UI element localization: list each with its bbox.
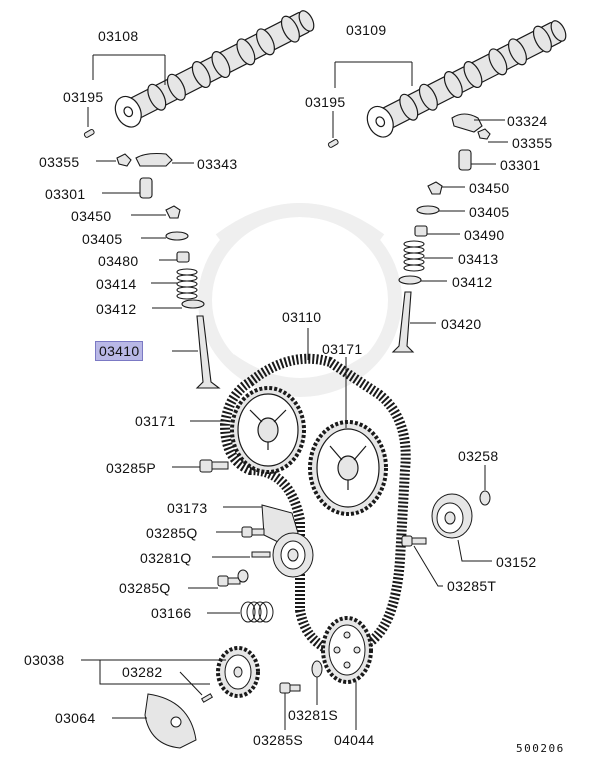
label-03285P[interactable]: 03285P: [106, 460, 157, 476]
bolt-03285Q-top: [241, 526, 265, 538]
bolt-03285Q-bottom: [217, 569, 249, 587]
valve-train-right: [391, 113, 491, 353]
label-03405-left[interactable]: 03405: [82, 231, 123, 247]
cam-sprocket-right: [308, 420, 388, 516]
label-03108[interactable]: 03108: [98, 28, 139, 44]
label-03301-left[interactable]: 03301: [45, 186, 86, 202]
valve-03420: [391, 291, 415, 353]
label-03480[interactable]: 03480: [98, 253, 139, 269]
diagram-code: 500206: [516, 742, 565, 755]
spring-03166: [240, 601, 274, 623]
balancer-sprocket-03038: [216, 646, 260, 698]
timing-belt-03110: [219, 353, 411, 656]
watermark-emblem: [198, 203, 402, 397]
label-03324[interactable]: 03324: [507, 113, 548, 129]
label-03414[interactable]: 03414: [96, 276, 137, 292]
seat-03412-left: [181, 299, 205, 309]
label-03420[interactable]: 03420: [441, 316, 482, 332]
lash-adjuster-03301-right: [458, 149, 472, 171]
label-03166[interactable]: 03166: [151, 605, 192, 621]
pin-right: [327, 139, 339, 148]
label-03413[interactable]: 03413: [458, 251, 499, 267]
label-04044[interactable]: 04044: [334, 732, 375, 748]
plate-03064: [144, 693, 197, 749]
bolt-03285T: [401, 535, 427, 547]
valve-03410: [195, 315, 221, 389]
camshaft-left: [114, 10, 315, 128]
retainer-03405-right: [416, 205, 440, 215]
label-03110[interactable]: 03110: [282, 309, 322, 325]
crank-sprocket-04044: [321, 616, 373, 684]
label-03173[interactable]: 03173: [167, 500, 208, 516]
label-03171-left[interactable]: 03171: [135, 413, 176, 429]
label-03285S[interactable]: 03285S: [253, 732, 304, 748]
label-03195-left[interactable]: 03195: [63, 89, 104, 105]
bolt-03285P: [199, 459, 229, 473]
label-03258[interactable]: 03258: [458, 448, 499, 464]
label-03490[interactable]: 03490: [464, 227, 505, 243]
label-03152[interactable]: 03152: [496, 554, 537, 570]
label-03285T[interactable]: 03285T: [447, 578, 497, 594]
label-03343[interactable]: 03343: [197, 156, 238, 172]
label-03450-left[interactable]: 03450: [71, 208, 112, 224]
key-03282: [200, 693, 214, 703]
label-03038[interactable]: 03038: [24, 652, 65, 668]
label-03285Q-top[interactable]: 03285Q: [146, 525, 198, 541]
washer-03281S: [311, 660, 323, 678]
camshaft-right: [366, 20, 567, 138]
idler-pulley-03152: [431, 493, 473, 539]
key-03450-left: [165, 205, 181, 219]
label-03301-right[interactable]: 03301: [500, 157, 541, 173]
cam-sprocket-left: [230, 386, 306, 474]
valve-train-left: [116, 152, 221, 389]
label-03355-left[interactable]: 03355: [39, 154, 80, 170]
spring-03414: [176, 268, 198, 300]
spring-03413: [403, 240, 425, 272]
key-03450-right: [427, 181, 443, 195]
seal-03490: [414, 225, 428, 237]
label-03450-right[interactable]: 03450: [469, 180, 510, 196]
seal-03480: [176, 251, 190, 263]
seat-03412-right: [398, 275, 422, 285]
label-03281Q[interactable]: 03281Q: [140, 550, 192, 566]
label-03410[interactable]: 03410: [95, 341, 144, 361]
clip-03355-left: [116, 153, 132, 167]
label-03195-right[interactable]: 03195: [305, 94, 346, 110]
clip-03355-right: [477, 128, 491, 140]
label-03282[interactable]: 03282: [122, 664, 163, 680]
plate-hole: [170, 716, 182, 728]
lash-adjuster-03301-left: [139, 177, 153, 199]
label-03281S[interactable]: 03281S: [288, 707, 339, 723]
label-03355-right[interactable]: 03355: [512, 135, 553, 151]
label-03171-top[interactable]: 03171: [322, 341, 363, 357]
label-03405-right[interactable]: 03405: [469, 204, 510, 220]
label-03109[interactable]: 03109: [346, 22, 387, 38]
washer-03258: [479, 490, 491, 506]
retainer-03405-left: [165, 231, 189, 241]
rocker-03324: [451, 113, 483, 133]
tensioner-pulley: [272, 532, 314, 578]
label-03412-right[interactable]: 03412: [452, 274, 493, 290]
label-03412-left[interactable]: 03412: [96, 301, 137, 317]
stud-03281Q: [251, 551, 271, 558]
label-03285Q-bottom[interactable]: 03285Q: [119, 580, 171, 596]
leader-lines: [81, 54, 508, 730]
label-03064[interactable]: 03064: [55, 710, 96, 726]
pin-left: [83, 129, 95, 138]
bolt-03285S: [279, 682, 301, 694]
rocker-03343: [135, 152, 173, 167]
